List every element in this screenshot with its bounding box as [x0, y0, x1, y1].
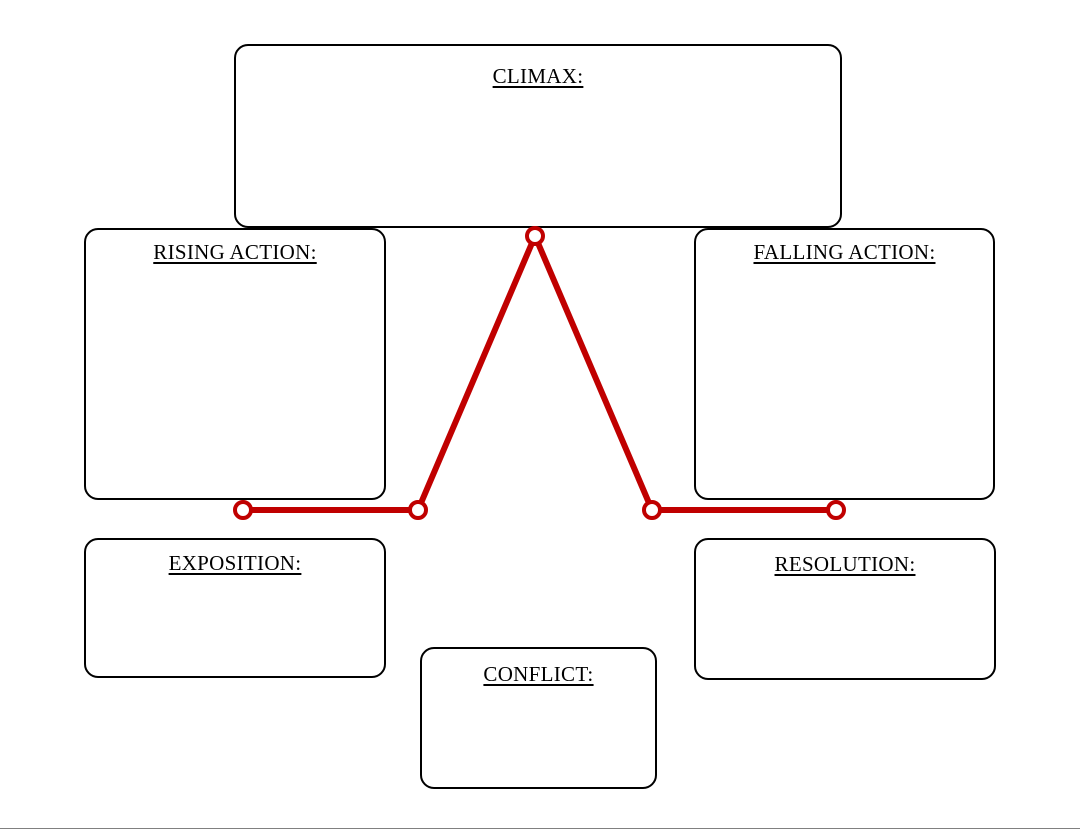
- box-conflict[interactable]: CONFLICT:: [420, 647, 657, 789]
- box-resolution-label: RESOLUTION:: [774, 552, 916, 576]
- box-falling-action[interactable]: FALLING ACTION:: [694, 228, 995, 500]
- box-climax-label: CLIMAX:: [492, 64, 584, 88]
- arc-point-climax: [525, 226, 545, 246]
- arc-point-falling-action: [642, 500, 662, 520]
- box-conflict-label: CONFLICT:: [483, 662, 594, 686]
- arc-point-exposition: [233, 500, 253, 520]
- box-exposition[interactable]: EXPOSITION:: [84, 538, 386, 678]
- box-exposition-label: EXPOSITION:: [168, 551, 302, 575]
- arc-point-resolution: [826, 500, 846, 520]
- box-rising-action[interactable]: RISING ACTION:: [84, 228, 386, 500]
- arc-point-conflict: [408, 500, 428, 520]
- box-resolution[interactable]: RESOLUTION:: [694, 538, 996, 680]
- box-climax[interactable]: CLIMAX:: [234, 44, 842, 228]
- box-falling-action-label: FALLING ACTION:: [753, 240, 936, 264]
- box-rising-action-label: RISING ACTION:: [153, 240, 317, 264]
- bottom-divider: [0, 828, 1080, 829]
